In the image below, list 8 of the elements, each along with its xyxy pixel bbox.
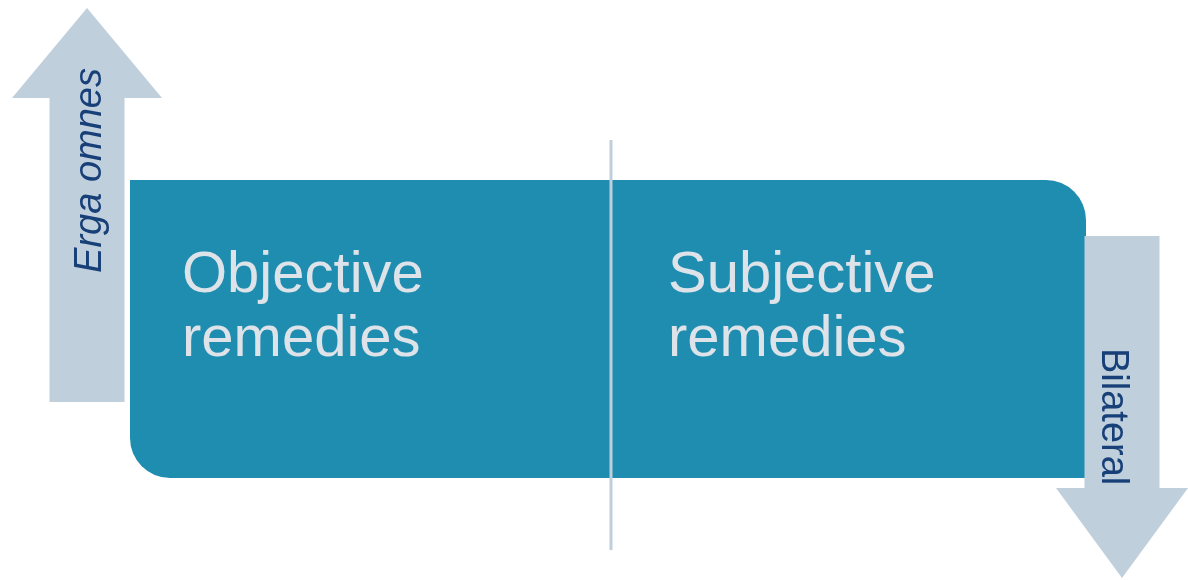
panel-title: Objective remedies (182, 240, 425, 368)
remedy-panel (130, 180, 612, 478)
remedy-panel (612, 180, 1086, 478)
arrow-shape (12, 8, 162, 402)
panel-title: Subjective remedies (668, 240, 937, 368)
arrow-label: Erga omnes (69, 68, 107, 273)
arrow-shape (1056, 236, 1188, 578)
arrow-label: Bilateral (1096, 348, 1134, 486)
